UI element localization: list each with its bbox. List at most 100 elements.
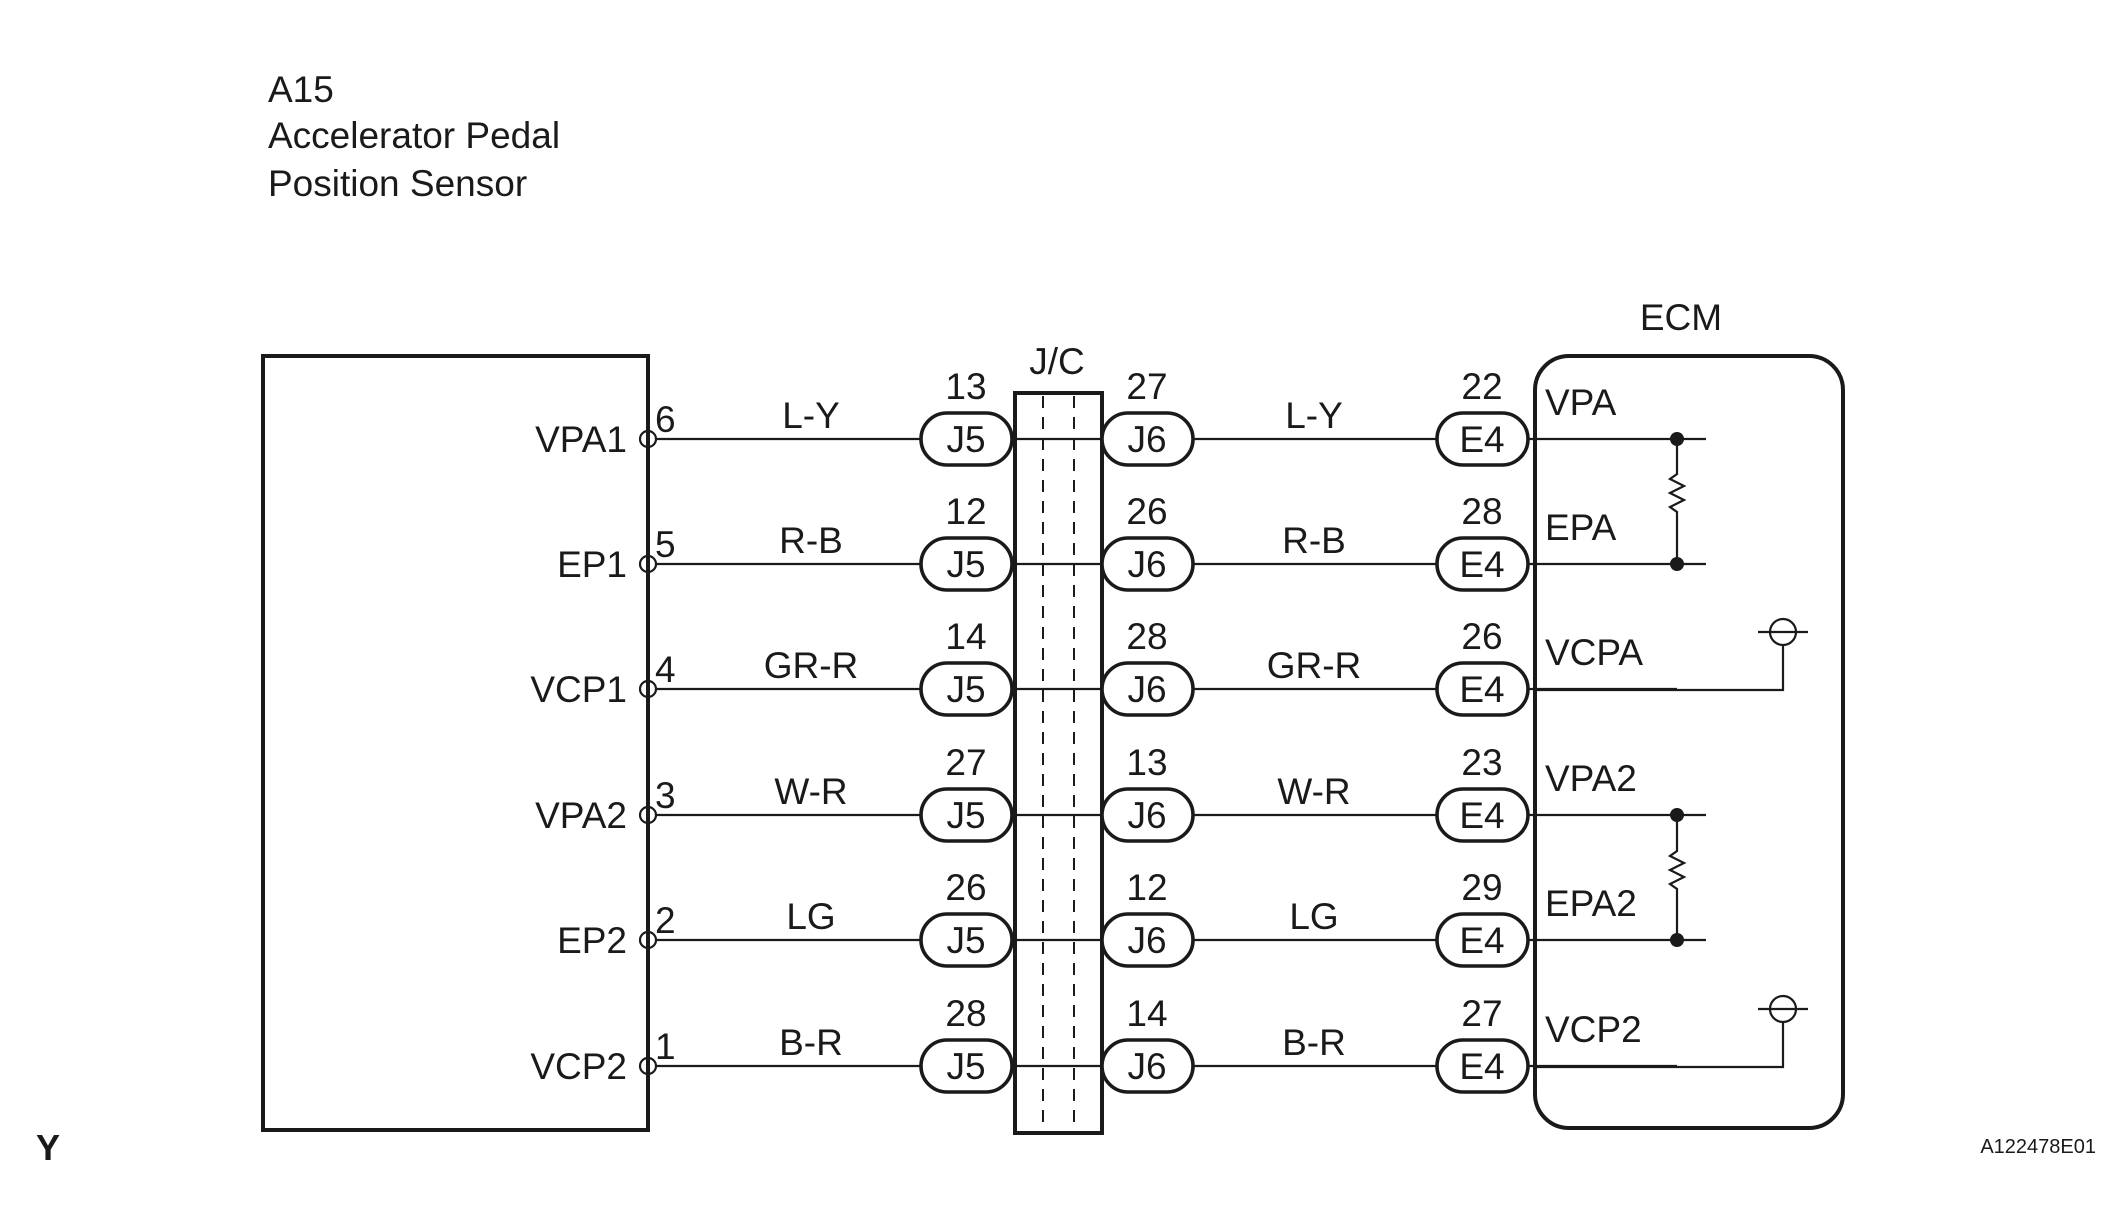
sensor-pin-number: 1 (655, 1026, 676, 1067)
sensor-box (261, 354, 650, 1132)
sensor-terminal-label: VCP2 (530, 1046, 627, 1087)
connector-e4-pin: 27 (1461, 993, 1502, 1034)
connector-j5 (919, 1038, 1014, 1094)
junction-connector-label: J/C (1029, 341, 1085, 382)
wire-color-label: LG (786, 896, 835, 937)
ecm-terminal-label: EPA (1545, 507, 1617, 548)
connector-e4 (1435, 536, 1530, 592)
connector-j5-label: J5 (946, 669, 985, 710)
connector-j5 (919, 787, 1014, 843)
connector-j6 (1100, 912, 1195, 968)
sensor-pin-number: 4 (655, 649, 676, 690)
wire-color-label: LG (1289, 896, 1338, 937)
connector-j6-pin: 28 (1126, 616, 1167, 657)
connector-j5-pin: 13 (945, 366, 986, 407)
resistor-symbol (1667, 815, 1687, 940)
connector-j6-pin: 12 (1126, 867, 1167, 908)
connector-j6 (1100, 1038, 1195, 1094)
connector-e4-label: E4 (1459, 795, 1504, 836)
ecm-label: ECM (1640, 297, 1722, 338)
connector-e4 (1435, 787, 1530, 843)
sensor-terminal-label: EP1 (557, 544, 627, 585)
connector-j5-label: J5 (946, 795, 985, 836)
sensor-pin-number: 5 (655, 524, 676, 565)
component-name-line2: Position Sensor (268, 163, 527, 204)
connector-j6-label: J6 (1127, 419, 1166, 460)
sensor-terminal-label: EP2 (557, 920, 627, 961)
connector-j5-label: J5 (946, 920, 985, 961)
sensor-pin-number: 6 (655, 399, 676, 440)
sensor-pin-number: 2 (655, 900, 676, 941)
connector-j6-pin: 13 (1126, 742, 1167, 783)
connector-e4-label: E4 (1459, 1046, 1504, 1087)
ecm-internals (1536, 432, 1808, 1069)
connector-j6-pin: 26 (1126, 491, 1167, 532)
connector-j5-pin: 28 (945, 993, 986, 1034)
component-name-line1: Accelerator Pedal (268, 115, 560, 156)
connector-e4-label: E4 (1459, 419, 1504, 460)
wire-color-label: L-Y (782, 395, 840, 436)
wire-color-label: L-Y (1285, 395, 1343, 436)
connector-j6-label: J6 (1127, 920, 1166, 961)
terminal-icon (638, 805, 658, 825)
terminal-icon (638, 679, 658, 699)
terminal-icon (638, 1056, 658, 1076)
connector-e4 (1435, 411, 1530, 467)
connector-j6-pin: 27 (1126, 366, 1167, 407)
connector-j6 (1100, 661, 1195, 717)
ecm-terminal-label: VCP2 (1545, 1009, 1642, 1050)
connector-j5-label: J5 (946, 1046, 985, 1087)
connector-j5-pin: 26 (945, 867, 986, 908)
connector-j6-label: J6 (1127, 1046, 1166, 1087)
junction-connector-box (1013, 391, 1104, 1135)
connector-j6-label: J6 (1127, 669, 1166, 710)
connector-j6 (1100, 536, 1195, 592)
connector-e4 (1435, 661, 1530, 717)
connector-e4-pin: 23 (1461, 742, 1502, 783)
terminal-icon (638, 930, 658, 950)
connector-j6 (1100, 411, 1195, 467)
ecm-terminal-label: VPA2 (1545, 758, 1637, 799)
ecm-terminal-label: VCPA (1545, 632, 1643, 673)
sensor-pin-number: 3 (655, 775, 676, 816)
connector-e4-pin: 28 (1461, 491, 1502, 532)
wire-color-label: B-R (779, 1022, 843, 1063)
connector-e4-label: E4 (1459, 544, 1504, 585)
connector-j5-label: J5 (946, 419, 985, 460)
ecm-terminal-label: VPA (1545, 382, 1617, 423)
connector-j5 (919, 661, 1014, 717)
component-id: A15 (268, 69, 334, 110)
connector-e4-pin: 22 (1461, 366, 1502, 407)
connector-e4-pin: 29 (1461, 867, 1502, 908)
sensor-terminal-label: VCP1 (530, 669, 627, 710)
connector-j5-label: J5 (946, 544, 985, 585)
connector-e4-label: E4 (1459, 920, 1504, 961)
wire-color-label: R-B (779, 520, 843, 561)
connector-j6-label: J6 (1127, 795, 1166, 836)
wire-color-label: R-B (1282, 520, 1346, 561)
wire-color-label: GR-R (1267, 645, 1362, 686)
connector-j5-pin: 14 (945, 616, 986, 657)
connector-j5-pin: 12 (945, 491, 986, 532)
wire-color-label: W-R (1277, 771, 1350, 812)
terminal-icon (638, 429, 658, 449)
connector-j6 (1100, 787, 1195, 843)
wire-color-label: W-R (774, 771, 847, 812)
connector-j5 (919, 536, 1014, 592)
connector-j5-pin: 27 (945, 742, 986, 783)
wire-color-label: B-R (1282, 1022, 1346, 1063)
connector-j5 (919, 411, 1014, 467)
figure-id: A122478E01 (1980, 1136, 2096, 1158)
resistor-symbol (1667, 439, 1687, 564)
connector-e4 (1435, 1038, 1530, 1094)
sensor-terminal-label: VPA1 (535, 419, 627, 460)
corner-mark: Y (36, 1127, 60, 1168)
connector-j6-label: J6 (1127, 544, 1166, 585)
ecm-box (1533, 354, 1845, 1130)
connector-j5 (919, 912, 1014, 968)
connector-e4-label: E4 (1459, 669, 1504, 710)
connector-j6-pin: 14 (1126, 993, 1167, 1034)
sensor-terminal-label: VPA2 (535, 795, 627, 836)
